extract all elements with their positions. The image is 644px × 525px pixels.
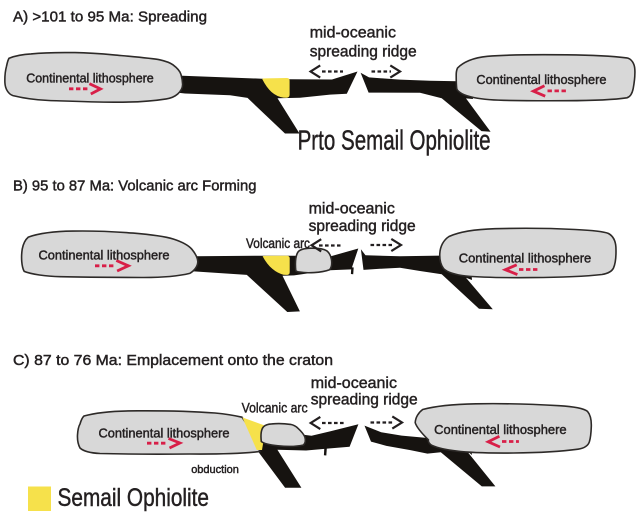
svg-text:obduction: obduction (191, 464, 239, 476)
svg-text:spreading ridge: spreading ridge (311, 391, 418, 408)
svg-text:Continental lithosphere: Continental lithosphere (26, 71, 154, 86)
svg-text:Continental lithosphere: Continental lithosphere (39, 247, 170, 262)
svg-text:mid-oceanic: mid-oceanic (309, 201, 395, 218)
svg-text:C) 87 to 76 Ma: Emplacement on: C) 87 to 76 Ma: Emplacement onto the cra… (13, 353, 333, 369)
svg-text:mid-oceanic: mid-oceanic (310, 25, 396, 42)
svg-text:B) 95 to 87 Ma: Volcanic arc F: B) 95 to 87 Ma: Volcanic arc Forming (13, 179, 256, 195)
svg-text:Volcanic arc: Volcanic arc (246, 236, 310, 251)
svg-text:spreading ridge: spreading ridge (309, 218, 416, 235)
svg-text:A) >101 to 95 Ma: Spreading: A) >101 to 95 Ma: Spreading (13, 10, 207, 26)
svg-text:Continental lithosphere: Continental lithosphere (459, 251, 592, 266)
svg-text:Semail Ophiolite: Semail Ophiolite (58, 484, 210, 512)
svg-text:Volcanic arc: Volcanic arc (242, 399, 308, 415)
svg-text:mid-oceanic: mid-oceanic (311, 375, 397, 392)
svg-text:Continental lithosphere: Continental lithosphere (99, 426, 230, 441)
svg-text:spreading ridge: spreading ridge (310, 44, 417, 61)
svg-text:Continental lithosphere: Continental lithosphere (434, 422, 567, 437)
svg-text:Continental lithosphere: Continental lithosphere (476, 72, 606, 87)
svg-text:Prto Semail Ophiolite: Prto Semail Ophiolite (298, 125, 491, 156)
